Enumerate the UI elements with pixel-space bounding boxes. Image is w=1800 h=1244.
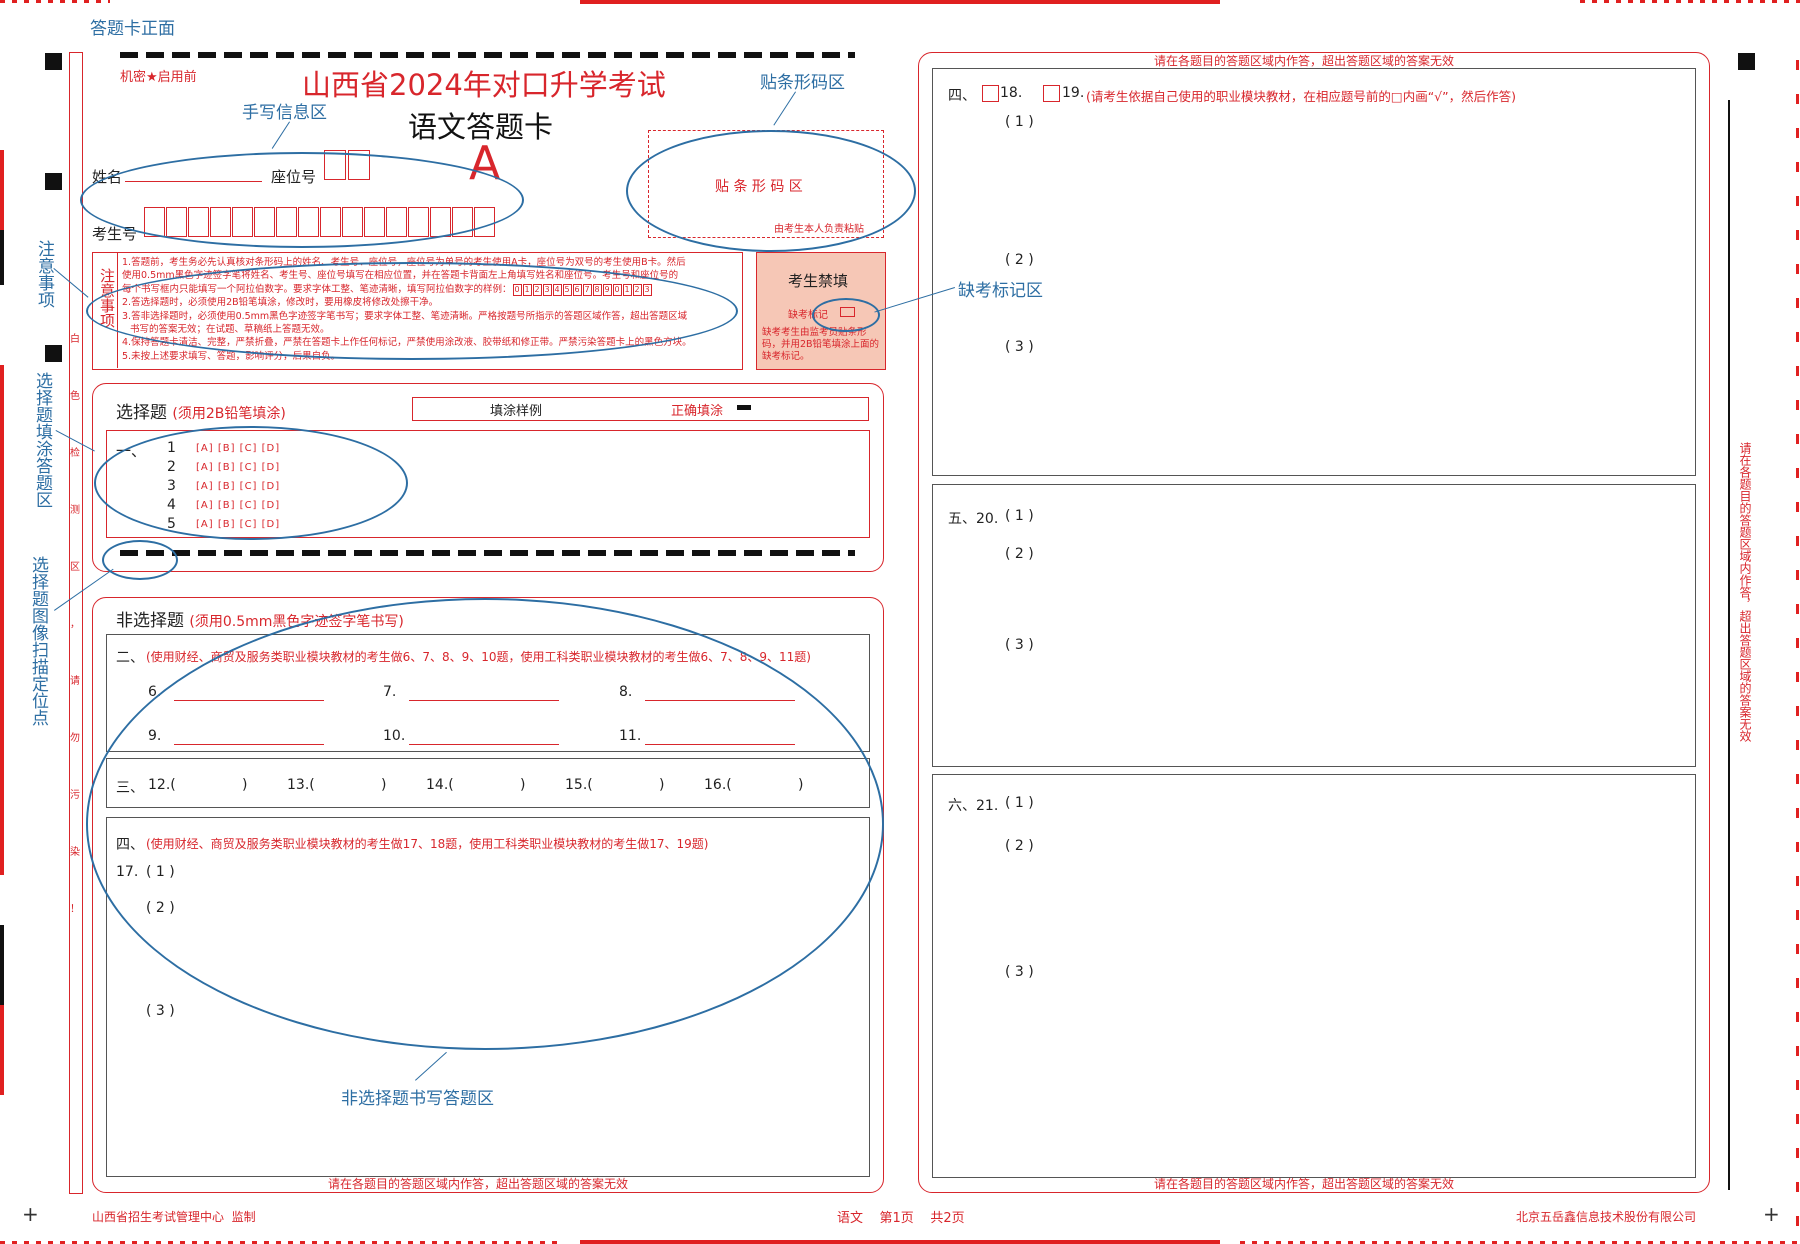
right-q18-19-box [932, 68, 1696, 476]
write-area-annotation: 非选择题书写答题区 [341, 1089, 494, 1109]
crosshair-icon: + [22, 1202, 39, 1226]
footer-center: 语文 第1页 共2页 [837, 1211, 965, 1226]
choice-title: 选择题 (须用2B铅笔填涂) [116, 398, 286, 423]
q18-19-part3: ( 3 ) [1005, 339, 1034, 355]
absent-annotation: 缺考标记区 [958, 281, 1043, 301]
choice-area-annotation: 选择题填涂答题区 [32, 372, 52, 508]
left-edge-black [0, 925, 4, 1005]
nonchoice-title-text: 非选择题 [116, 611, 184, 631]
locator-square [45, 345, 62, 362]
q18-checkbox[interactable] [982, 85, 999, 102]
right-bottom-warning: 请在各题目的答题区域内作答，超出答题区域的答案无效 [1154, 1177, 1455, 1191]
top-red-bar [580, 0, 1220, 4]
card-title: 语文答题卡 [408, 110, 554, 144]
absent-mark-label: 缺考标记 [788, 310, 828, 321]
absent-note: 缺考考生由监考员贴条形码，并用2B铅笔填涂上面的缺考标记。 [762, 327, 880, 362]
q21-part2: ( 2 ) [1005, 838, 1034, 854]
section2-no: 二、 [116, 650, 144, 666]
right-q20-box [932, 484, 1696, 767]
q20-label: 五、20. [948, 511, 999, 527]
q21-part3: ( 3 ) [1005, 964, 1034, 980]
q18-19-part2: ( 2 ) [1005, 252, 1034, 268]
right-section [918, 52, 1710, 1193]
barcode-annotation: 贴条形码区 [760, 73, 845, 93]
correct-fill-label: 正确填涂 [671, 404, 724, 419]
strip-char: 污 [70, 790, 80, 801]
strip-char: 检 [70, 448, 80, 459]
left-edge-red [0, 150, 4, 280]
top-right-dashes [1580, 0, 1800, 3]
q20-part2: ( 2 ) [1005, 546, 1034, 562]
locator-square [45, 173, 62, 190]
right-margin-warning: 请在各题目的答题区域内作答，超出答题区域的答案无效 [1738, 442, 1752, 742]
q21-label: 六、21. [948, 798, 999, 814]
q19-note: (请考生依据自己使用的职业模块教材，在相应题号前的□内画“√”，然后作答) [1086, 89, 1516, 104]
fill-sample-box [412, 397, 869, 421]
locator-square [1738, 53, 1755, 70]
bottom-red-bar [580, 1240, 1220, 1244]
strip-char: 色 [70, 391, 80, 402]
correct-fill-mark [737, 405, 751, 410]
strip-char: 勿 [70, 733, 80, 744]
left-edge-red [0, 365, 4, 875]
strip-char: ！ [70, 904, 80, 915]
crosshair-icon: + [1763, 1202, 1780, 1226]
top-left-dashes [0, 0, 110, 3]
choice-instruction: (须用2B铅笔填涂) [172, 406, 286, 422]
notice-line: 5.未按上述要求填写、答题，影响评分，后果自负。 [122, 350, 341, 362]
nonchoice-section [92, 597, 884, 1193]
exam-no-label: 考生号 [92, 225, 138, 243]
left-warning: 请在各题目的答题区域内作答，超出答题区域的答案无效 [328, 1177, 629, 1191]
q20-part3: ( 3 ) [1005, 637, 1034, 653]
notice-area-ellipse [86, 262, 738, 360]
barcode-area-ellipse [626, 130, 916, 252]
front-label: 答题卡正面 [90, 19, 175, 39]
scan-dash-line [120, 550, 855, 556]
scan-dash-line [120, 52, 855, 58]
right-sec4-no: 四、 [948, 88, 976, 104]
strip-char: ， [70, 619, 80, 630]
q20-part1: ( 1 ) [1005, 508, 1034, 524]
choice-title-text: 选择题 [116, 403, 167, 423]
handwrite-pointer [271, 121, 290, 149]
strip-char: 白 [70, 334, 80, 345]
bottom-right-dashes [1240, 1241, 1800, 1244]
strip-char: 测 [70, 505, 80, 516]
bottom-left-dashes [0, 1241, 560, 1244]
exam-title: 山西省2024年对口升学考试 [302, 68, 666, 102]
footer-right: 北京五岳鑫信息技术股份有限公司 [1516, 1210, 1697, 1224]
locator-square [45, 53, 62, 70]
q19-label: 19. [1062, 85, 1085, 101]
handwrite-area-ellipse [80, 152, 524, 248]
absent-title: 考生禁填 [788, 272, 849, 290]
secret-label: 机密★启用前 [120, 70, 197, 85]
q21-part1: ( 1 ) [1005, 795, 1034, 811]
strip-char: 区 [70, 562, 80, 573]
q18-label: 18. [1000, 85, 1023, 101]
right-top-warning: 请在各题目的答题区域内作答，超出答题区域的答案无效 [1154, 54, 1455, 68]
choice-area-ellipse [94, 426, 408, 540]
strip-char: 请 [70, 676, 80, 687]
barcode-pointer [773, 91, 796, 126]
footer-left: 山西省招生考试管理中心 监制 [92, 1210, 256, 1224]
choice-section [92, 383, 884, 572]
locator-annotation: 选择题图像扫描定位点 [28, 556, 48, 726]
right-margin-rule [1728, 100, 1730, 1190]
notice-annotation: 注意事项 [34, 240, 54, 308]
q18-19-part1: ( 1 ) [1005, 114, 1034, 130]
handwrite-annotation: 手写信息区 [242, 103, 327, 123]
right-q21-box [932, 774, 1696, 1178]
q19-checkbox[interactable] [1043, 85, 1060, 102]
absent-mark-ellipse [812, 298, 880, 332]
fill-sample-label: 填涂样例 [490, 404, 543, 419]
locator-ellipse [102, 540, 178, 580]
white-detect-strip [69, 52, 83, 1194]
left-edge-black [0, 230, 4, 285]
left-edge-red [0, 1005, 4, 1095]
right-edge-dashes [1796, 60, 1799, 1230]
strip-char: 染 [70, 847, 80, 858]
q17-part3: ( 3 ) [146, 1003, 175, 1019]
write-area-ellipse [86, 598, 884, 1050]
